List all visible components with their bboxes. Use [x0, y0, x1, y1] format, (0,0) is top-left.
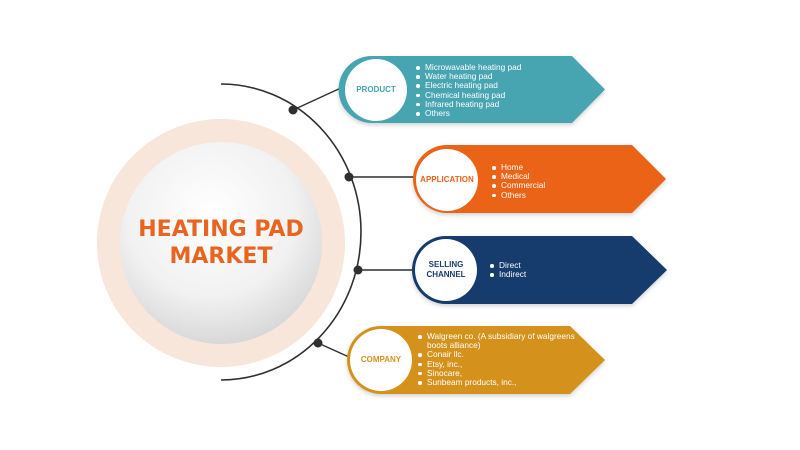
application-items: Home Medical Commercial Others	[491, 162, 545, 200]
center-disc	[120, 142, 322, 344]
list-item-continuation: boots alliance)	[427, 340, 481, 351]
application-label: APPLICATION	[420, 175, 474, 184]
list-item: Electric heating pad	[415, 81, 521, 90]
list-item: Others	[415, 108, 521, 118]
center-title: HEATING PAD MARKET	[121, 216, 321, 270]
list-item: Sunbeam products, inc.,	[417, 377, 575, 387]
list-item: Others	[491, 190, 545, 200]
connector-company	[317, 342, 350, 358]
connector-product	[292, 86, 344, 111]
product-label: PRODUCT	[356, 85, 396, 94]
connector-arc	[220, 83, 362, 381]
list-item: Infrared heating pad	[415, 99, 521, 109]
product-arrow	[338, 56, 605, 123]
connector-dot-product	[288, 105, 298, 115]
list-item: Microwavable heating pad	[415, 62, 521, 72]
list-item: Water heating pad	[415, 71, 521, 81]
selling-channel-arrow	[412, 236, 667, 304]
company-arrow	[347, 326, 605, 394]
company-items: Walgreen co. (A subsidiary of walgreens …	[417, 331, 575, 387]
selling-channel-items: Direct Indirect	[489, 260, 526, 279]
list-item: Walgreen co. (A subsidiary of walgreens	[417, 331, 575, 341]
list-item: Commercial	[491, 181, 545, 190]
product-items: Microwavable heating pad Water heating p…	[415, 62, 521, 118]
company-badge: COMPANY	[350, 329, 412, 391]
list-item: Direct	[489, 260, 526, 270]
list-item: Conair llc.	[417, 350, 575, 359]
list-item: Chemical heating pad	[415, 90, 521, 100]
selling-channel-badge: SELLING CHANNEL	[415, 239, 477, 301]
company-label: COMPANY	[360, 355, 402, 364]
connector-dot-selling-channel	[353, 265, 363, 275]
product-badge: PRODUCT	[345, 59, 407, 121]
center-title-line1: HEATING PAD	[138, 217, 304, 242]
center-title-line2: MARKET	[169, 244, 273, 269]
list-item: Etsy, inc.,	[417, 359, 575, 369]
list-item: Indirect	[489, 269, 526, 279]
list-item: Sinocare,	[417, 368, 575, 378]
application-arrow	[413, 145, 666, 213]
list-item: Home	[491, 162, 545, 172]
selling-channel-label: SELLING CHANNEL	[426, 260, 465, 280]
selling-channel-label-line2: CHANNEL	[426, 270, 466, 279]
connector-dot-application	[344, 172, 354, 182]
list-item: Medical	[491, 171, 545, 181]
application-badge: APPLICATION	[416, 149, 478, 211]
selling-channel-label-line1: SELLING	[428, 260, 464, 269]
connector-dot-company	[313, 338, 323, 348]
